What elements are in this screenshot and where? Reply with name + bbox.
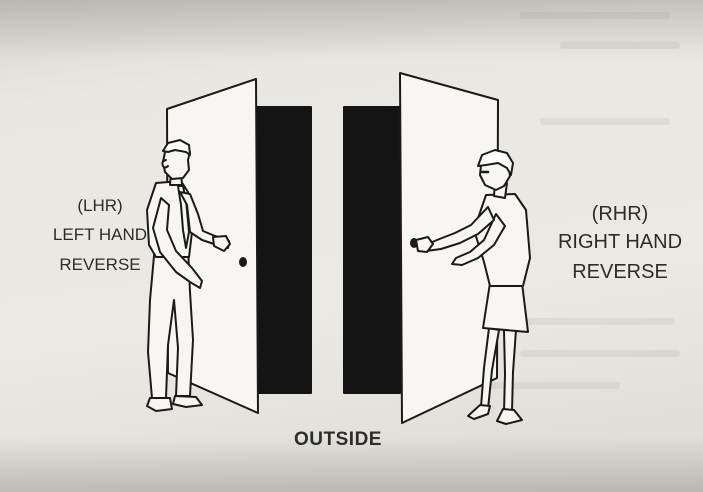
left-door-opening <box>255 106 312 394</box>
right-door <box>399 72 499 424</box>
rhr-abbreviation: (RHR) <box>591 203 649 225</box>
show-through-text <box>525 318 675 325</box>
lhr-line-1: LEFT HAND <box>52 225 148 244</box>
page-shadow-top <box>0 0 703 60</box>
show-through-text <box>430 382 620 389</box>
door-knob-icon <box>239 257 247 267</box>
show-through-text <box>520 12 670 19</box>
woman-figure-icon <box>415 149 531 425</box>
show-through-text <box>520 350 680 357</box>
rhr-line-2: REVERSE <box>572 261 668 283</box>
show-through-text <box>560 42 680 49</box>
show-through-text <box>540 118 670 125</box>
lhr-abbreviation: (LHR) <box>77 196 123 215</box>
page-shadow-bottom <box>0 437 703 492</box>
lhr-line-2: REVERSE <box>59 255 141 274</box>
right-door-opening <box>343 106 401 394</box>
man-figure-icon <box>146 139 231 412</box>
outside-label: OUTSIDE <box>294 429 382 450</box>
rhr-line-1: RIGHT HAND <box>557 231 683 253</box>
